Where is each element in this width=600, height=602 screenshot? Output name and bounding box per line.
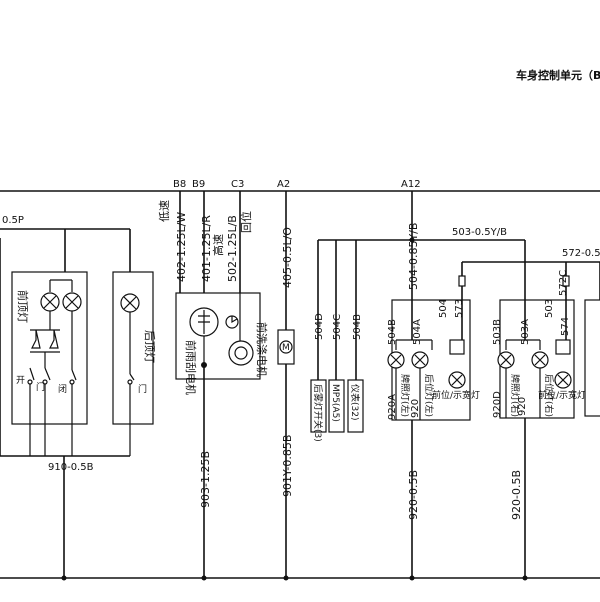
conn-920: 920 [410, 399, 421, 418]
front-dome-door-label: 门 [36, 381, 45, 393]
front-wiper-motor-box [175, 292, 261, 380]
wire-920b: 920-0.5B [510, 470, 523, 520]
conn-573: 573 [454, 299, 465, 318]
wire-401: 401-1.25L/R [200, 215, 213, 282]
conn-504b: 504B [387, 319, 398, 345]
front-pos-relay-left [449, 339, 465, 355]
conn-503b: 503B [492, 319, 503, 345]
wire-903: 903-1.25B [199, 451, 212, 508]
wire-402: 402-1.25L/W [175, 212, 188, 282]
conn-504d: 504D [314, 313, 325, 340]
conn-920d: 920D [492, 391, 503, 418]
wire-572: 572-0.5Y [562, 248, 600, 259]
conn-504c: 504C [332, 314, 343, 340]
conn-920-right: 920 [517, 397, 528, 416]
pin-b9: B9 [192, 179, 205, 190]
front-washer-motor-label: 前洗涤电机 [255, 322, 269, 377]
conn-572c: 572C [558, 270, 569, 296]
left-lamp-group-box [391, 299, 471, 421]
wiper-cam [228, 340, 254, 366]
high-speed-label: 高速 [211, 234, 225, 256]
right-edge-box [584, 299, 600, 417]
pin-a12: A12 [401, 179, 421, 190]
wire-405: 405-0.5L/O [281, 227, 294, 288]
wire-504: 504-0.85Y/B [407, 223, 420, 290]
front-dome-close-label: 闭 [58, 383, 67, 395]
front-dome-open-label: 开 [16, 375, 25, 386]
conn-504a: 504A [412, 319, 423, 345]
washer-m-symbol: M [282, 343, 290, 353]
pin-a2: A2 [277, 179, 290, 190]
wire-503: 503-0.5Y/B [452, 227, 507, 238]
pin-c3: C3 [231, 179, 244, 190]
mp5-box [328, 379, 345, 433]
front-wiper-motor-label: 前雨刮电机 [184, 340, 198, 395]
instrument-box [347, 379, 364, 433]
conn-920a: 920A [387, 394, 398, 420]
washer-motor-symbol [279, 340, 293, 354]
rear-dome-label: 后顶灯 [143, 330, 156, 363]
instrument-label: 仪表(32) [349, 384, 361, 420]
return-position-label: 回位 [239, 211, 253, 233]
conn-504: 504 [438, 299, 449, 318]
wire-910: 910-0.5B [48, 462, 94, 473]
rear-dome-door-label: 门 [138, 383, 147, 395]
mp5-label: MP5(A5) [330, 384, 340, 422]
front-dome-label: 前顶灯 [16, 290, 30, 323]
rear-pos-lamp-left-label: 后位灯(左) [423, 374, 435, 417]
rear-fog-switch-label: 后雾灯开关(3) [312, 384, 324, 442]
plate-lamp-right-label: 牌照灯(右) [509, 374, 521, 417]
rear-pos-lamp-right-label: 后位灯(右) [543, 374, 555, 417]
conn-503: 503 [544, 299, 555, 318]
low-speed-label: 低速 [158, 200, 171, 222]
plate-lamp-left-label: 牌照灯(左) [399, 374, 411, 417]
pin-b8: B8 [173, 179, 186, 190]
front-pos-lamp-left-label: 前位/示宽灯 [432, 389, 480, 401]
bcm-title: 车身控制单元（BCM） [516, 68, 600, 82]
wire-502: 502-1.25L/B [226, 215, 239, 282]
front-pos-lamp-right-label: 前位/示宽灯 [538, 389, 586, 401]
front-pos-relay-right [555, 339, 571, 355]
conn-574: 574 [560, 317, 571, 336]
wire-901y: 901Y-0.85B [281, 435, 294, 497]
wire-920a: 920-0.5B [407, 470, 420, 520]
conn-504b-top: 504B [352, 314, 363, 340]
rear-fog-switch-box [310, 379, 327, 433]
conn-503a: 503A [520, 319, 531, 345]
wire-top-left: 0.5P [2, 215, 24, 226]
